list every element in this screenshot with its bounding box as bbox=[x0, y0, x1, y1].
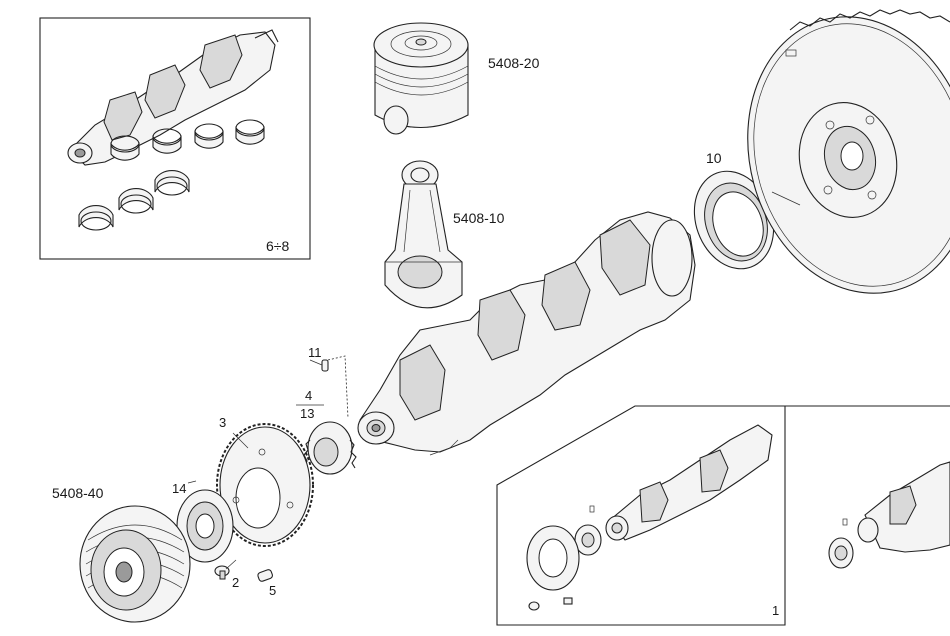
leader-3 bbox=[232, 432, 249, 449]
variant-box-2 bbox=[785, 405, 950, 569]
label-bolt: 2 bbox=[232, 575, 240, 590]
label-fraction-bottom: 13 bbox=[300, 406, 315, 421]
label-piston-part-number: 5408-20 bbox=[488, 55, 540, 71]
main-crankshaft bbox=[357, 211, 696, 456]
inset-upper-bearings bbox=[110, 119, 265, 161]
rear-oil-seal bbox=[693, 170, 775, 270]
label-fraction-top: 4 bbox=[305, 388, 313, 403]
label-seal-number: 10 bbox=[706, 150, 722, 166]
dowel-5 bbox=[257, 569, 273, 582]
variant-box-1 bbox=[496, 405, 786, 626]
label-tone-wheel: 14 bbox=[172, 481, 187, 496]
label-damper-part-number: 5408-40 bbox=[52, 485, 104, 501]
label-conrod-part-number: 5408-10 bbox=[453, 210, 505, 226]
connecting-rod bbox=[384, 160, 463, 309]
ring-gear bbox=[216, 423, 314, 547]
bolt bbox=[214, 559, 237, 580]
tone-wheel bbox=[176, 480, 234, 563]
label-pin-11: 11 bbox=[308, 345, 322, 360]
label-variant-box-1: 1 bbox=[772, 603, 780, 618]
leader-11 bbox=[309, 359, 323, 366]
inset-crankshaft bbox=[67, 29, 279, 166]
label-ring-gear: 3 bbox=[219, 415, 227, 430]
inset-bearings-box bbox=[39, 17, 311, 260]
dowel-pin-11 bbox=[321, 355, 349, 419]
damper-pulley bbox=[79, 505, 191, 623]
label-inset-bearings: 6÷8 bbox=[266, 238, 290, 254]
label-dowel: 5 bbox=[269, 583, 277, 598]
flywheel bbox=[747, 9, 950, 294]
inset-lower-bearings bbox=[78, 170, 190, 231]
piston bbox=[373, 22, 469, 135]
timing-gear bbox=[296, 404, 357, 475]
